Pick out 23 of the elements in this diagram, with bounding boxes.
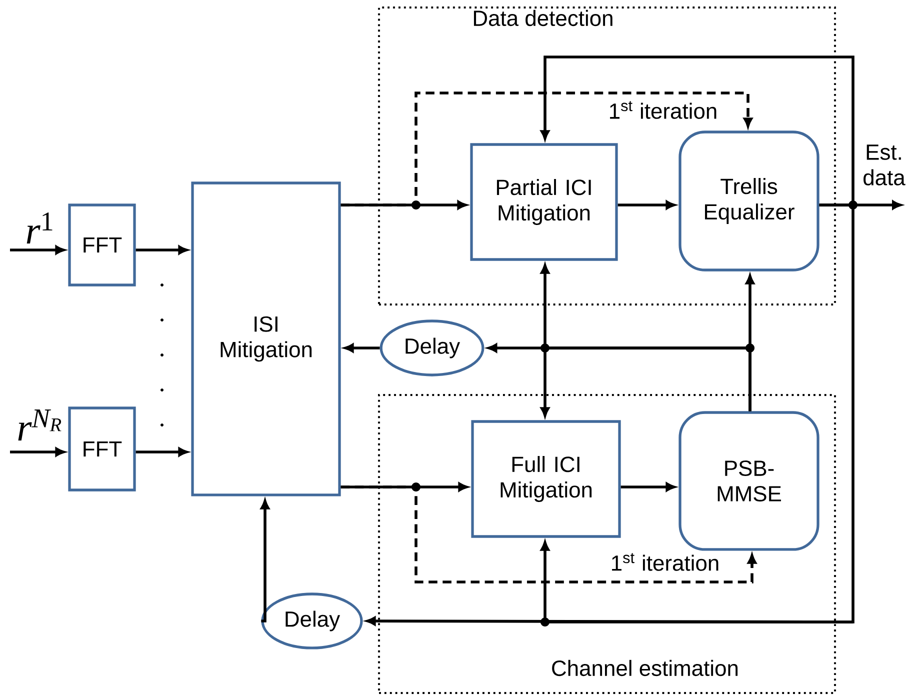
edge-label: 1$^{st}$ iteration — [606, 99, 720, 121]
process-box: ISI Mitigation — [191, 182, 341, 496]
arrow — [366, 616, 853, 626]
arrow — [540, 56, 854, 206]
input-label: $r^{1}$ — [26, 212, 52, 244]
arrow — [344, 344, 380, 352]
arrow — [340, 92, 752, 206]
process-box: FFT — [68, 204, 136, 286]
edge-label: 1$^{st}$ iteration — [608, 551, 722, 573]
arrow — [340, 486, 756, 584]
arrow — [10, 246, 65, 254]
process-box: Partial ICI Mitigation — [470, 143, 618, 261]
rounded-box: PSB- MMSE — [678, 411, 820, 551]
process-box: Full ICI Mitigation — [471, 420, 621, 538]
arrow — [618, 200, 676, 210]
arrow — [136, 448, 188, 456]
process-box: FFT — [68, 406, 136, 492]
arrow — [260, 500, 270, 622]
arrow — [136, 246, 188, 254]
input-label: $r^{N_R}$ — [18, 410, 62, 440]
rounded-box: Trellis Equalizer — [678, 130, 820, 272]
edge-label: Est. data — [859, 142, 909, 188]
arrow — [620, 482, 676, 492]
